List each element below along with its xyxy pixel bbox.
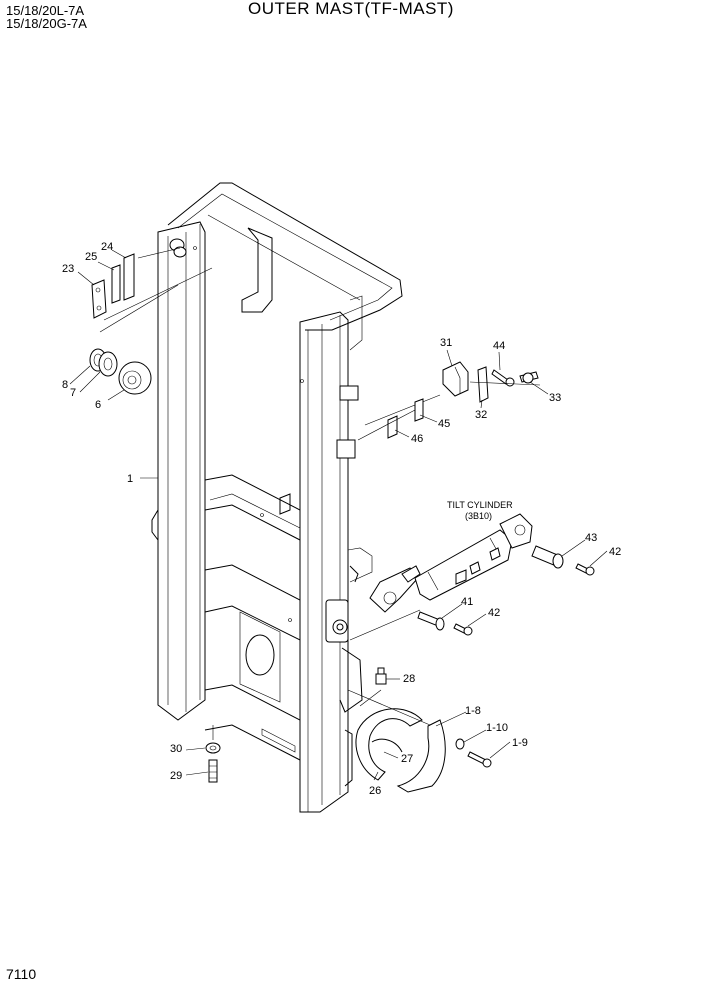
callout-1-10: 1-10: [486, 722, 508, 734]
callout-28: 28: [403, 673, 415, 685]
lower-right-parts: [347, 667, 492, 793]
page-number: 7110: [6, 966, 37, 982]
tilt-cylinder: [349, 513, 595, 641]
outer-mast-frame: [151, 182, 403, 813]
callout-44: 44: [493, 340, 505, 352]
callout-24: 24: [101, 241, 113, 253]
page-title: OUTER MAST(TF-MAST): [248, 0, 454, 18]
callout-46: 46: [411, 433, 423, 445]
model-line-2: 15/18/20G-7A: [6, 16, 87, 31]
callout-1: 1: [127, 473, 133, 485]
model-line-1: 15/18/20L-7A: [6, 3, 85, 18]
callout-43: 43: [585, 532, 597, 544]
callout-33: 33: [549, 392, 561, 404]
top-right-parts: [357, 361, 541, 441]
callout-25: 25: [85, 251, 97, 263]
callout-42-lower: 42: [488, 607, 500, 619]
callout-41: 41: [461, 596, 473, 608]
callout-30: 30: [170, 743, 182, 755]
callout-7: 7: [70, 387, 76, 399]
callout-1-9: 1-9: [512, 737, 528, 749]
top-left-parts: [89, 247, 213, 395]
callout-23: 23: [62, 263, 74, 275]
callout-labels: 1 6 7 8 23 24 25 26 27 28 29 30 31 32 33…: [62, 241, 621, 797]
callout-29: 29: [170, 770, 182, 782]
lower-left-parts: [205, 725, 221, 783]
tilt-cylinder-ref: (3B10): [465, 511, 492, 521]
callout-8: 8: [62, 379, 68, 391]
callout-45: 45: [438, 418, 450, 430]
leader-lines: [69, 249, 608, 781]
callout-1-8: 1-8: [465, 705, 481, 717]
callout-42-upper: 42: [609, 546, 621, 558]
callout-27: 27: [401, 753, 413, 765]
callout-26: 26: [369, 785, 381, 797]
tilt-cylinder-label: TILT CYLINDER: [447, 500, 513, 510]
callout-32: 32: [475, 409, 487, 421]
callout-31: 31: [440, 337, 452, 349]
callout-6: 6: [95, 399, 101, 411]
